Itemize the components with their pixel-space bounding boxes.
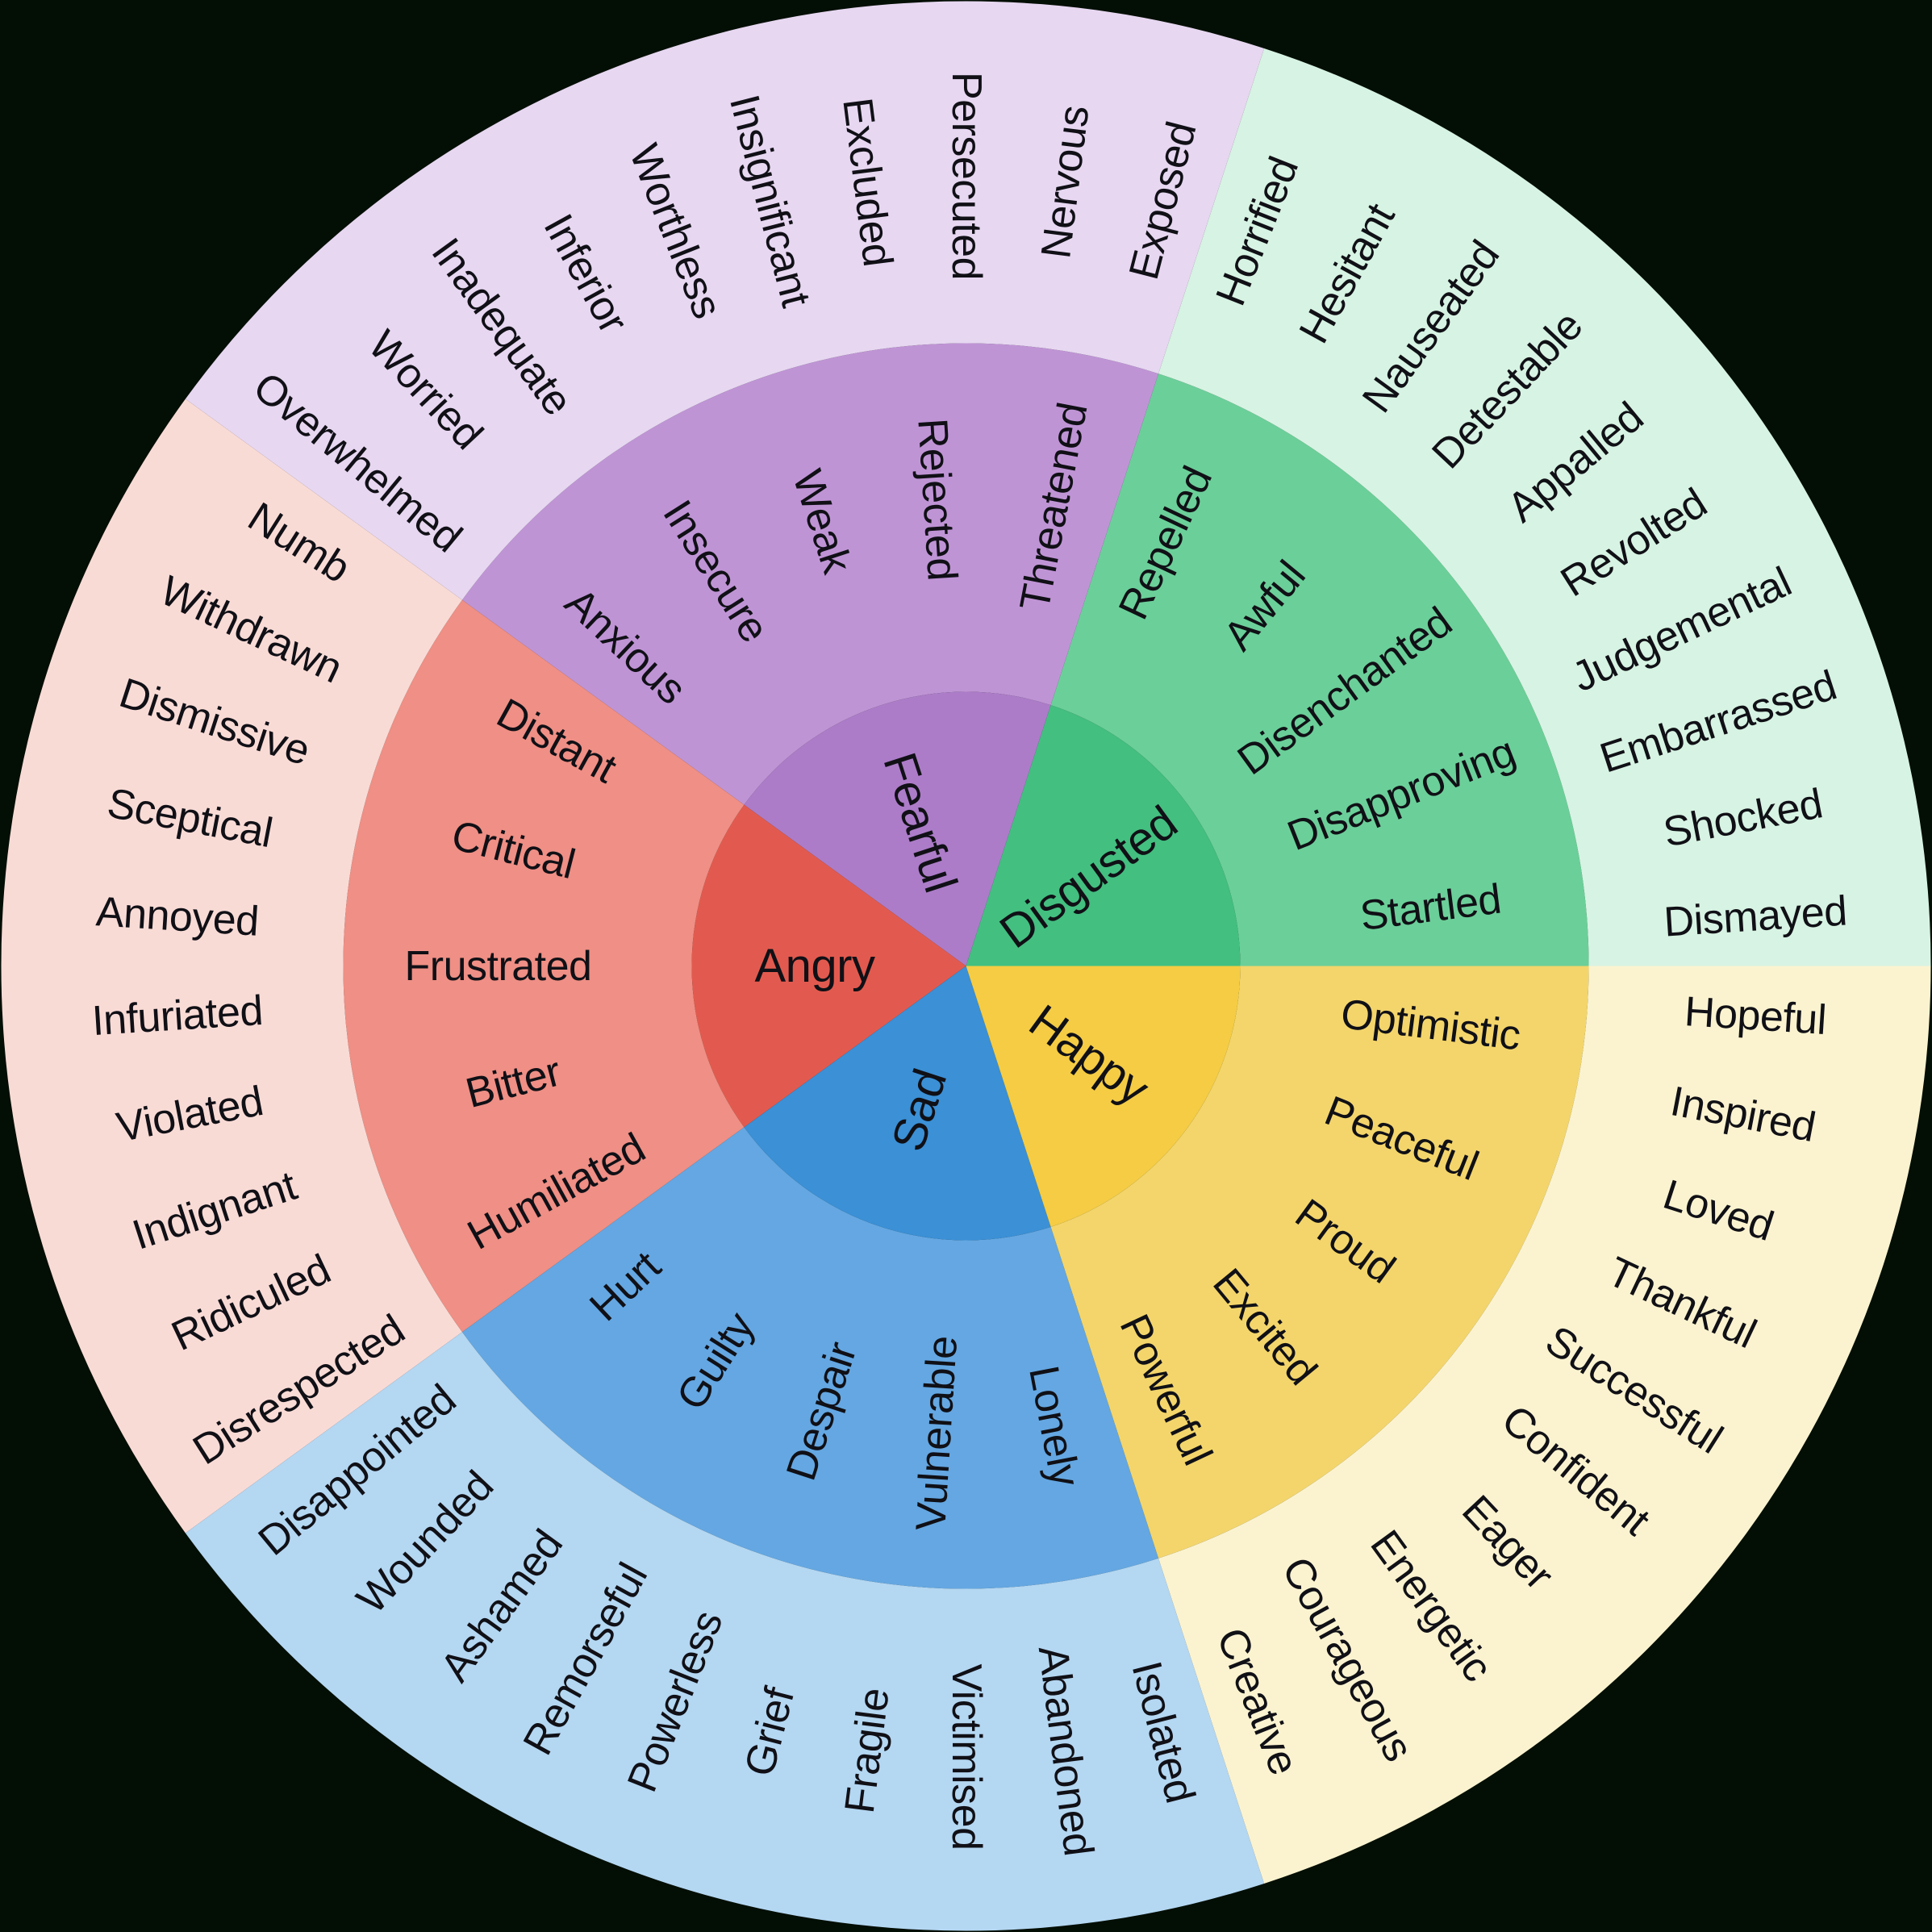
angry-outer-wedge <box>1 399 462 1533</box>
angry-middle-wedge <box>343 599 745 1333</box>
happy-outer-wedge <box>1158 966 1931 1884</box>
fearful-outer-wedge <box>185 1 1265 600</box>
sad-middle-wedge <box>461 1127 1159 1589</box>
angry-inner-wedge <box>691 804 966 1128</box>
fearful-inner-wedge <box>744 691 1051 966</box>
disgusted-middle-wedge <box>1050 373 1589 966</box>
sad-outer-wedge <box>185 1332 1265 1931</box>
disgusted-inner-wedge <box>966 705 1241 966</box>
sad-inner-wedge <box>744 966 1051 1241</box>
disgusted-outer-wedge <box>1158 48 1931 966</box>
happy-middle-wedge <box>1050 966 1589 1559</box>
fearful-middle-wedge <box>461 343 1159 805</box>
happy-inner-wedge <box>966 966 1241 1227</box>
